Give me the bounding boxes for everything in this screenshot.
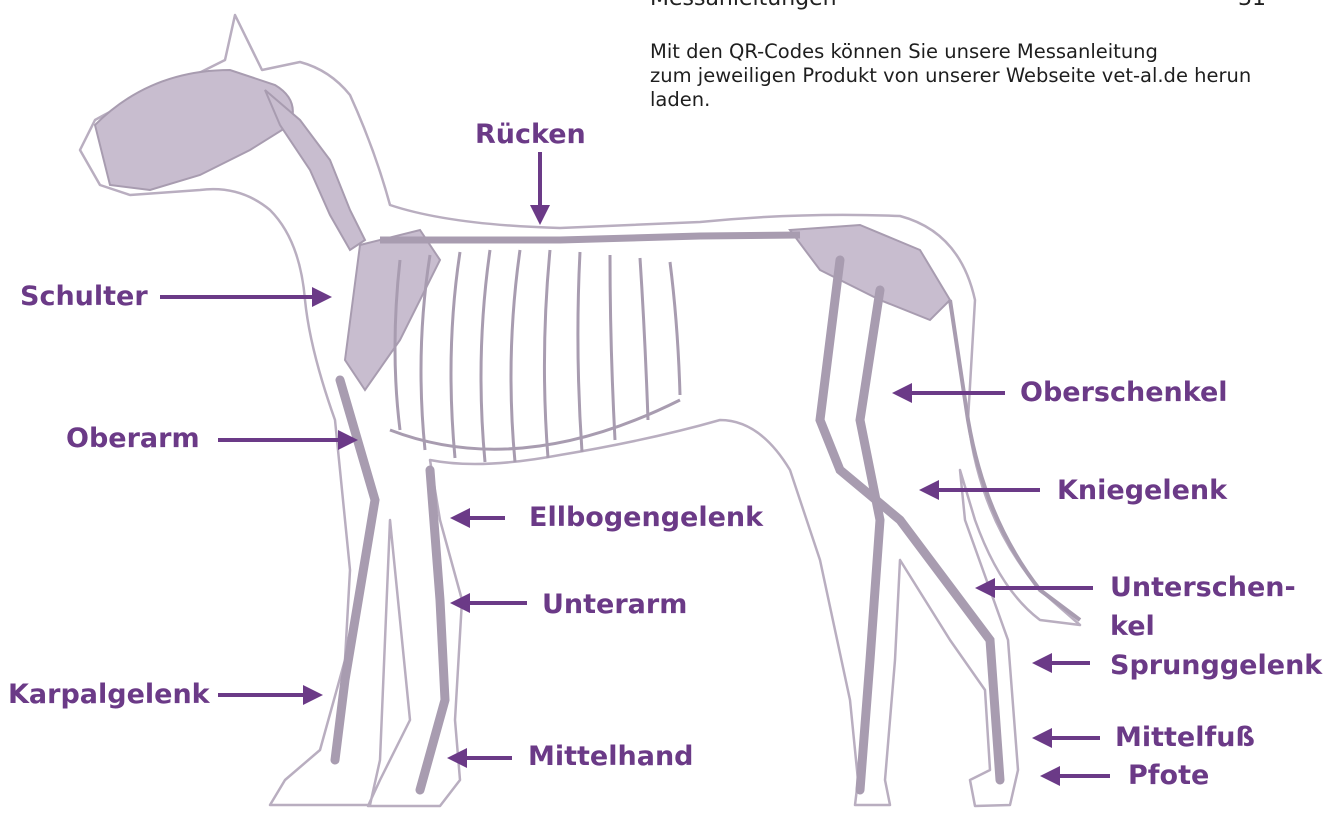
label-ellbogengelenk: Ellbogengelenk xyxy=(529,503,763,533)
pelvis xyxy=(790,225,950,320)
label-mittelhand: Mittelhand xyxy=(528,742,694,772)
label-unterarm: Unterarm xyxy=(542,590,687,620)
label-pfote: Pfote xyxy=(1128,761,1209,791)
label-karpalgelenk: Karpalgelenk xyxy=(8,680,210,710)
label-kniegelenk: Kniegelenk xyxy=(1057,476,1227,506)
scapula xyxy=(345,230,440,390)
front-right-leg xyxy=(420,470,445,790)
label-unterschenkel-line2: kel xyxy=(1110,612,1155,642)
label-oberarm: Oberarm xyxy=(66,424,200,454)
skeleton-fill xyxy=(95,70,950,390)
label-mittelfuss: Mittelfuß xyxy=(1115,723,1255,753)
skull xyxy=(95,70,293,190)
label-oberschenkel: Oberschenkel xyxy=(1020,378,1228,408)
label-schulter: Schulter xyxy=(20,282,148,312)
label-arrows xyxy=(160,152,1110,786)
rib-cage xyxy=(380,235,800,462)
tail-bones xyxy=(950,300,1080,620)
label-unterschenkel-line1: Unterschen- xyxy=(1110,573,1296,603)
label-sprunggelenk: Sprunggelenk xyxy=(1110,651,1322,681)
label-ruecken: Rücken xyxy=(475,120,586,150)
hind-left-leg xyxy=(860,290,880,790)
neck-vertebrae xyxy=(265,90,365,250)
